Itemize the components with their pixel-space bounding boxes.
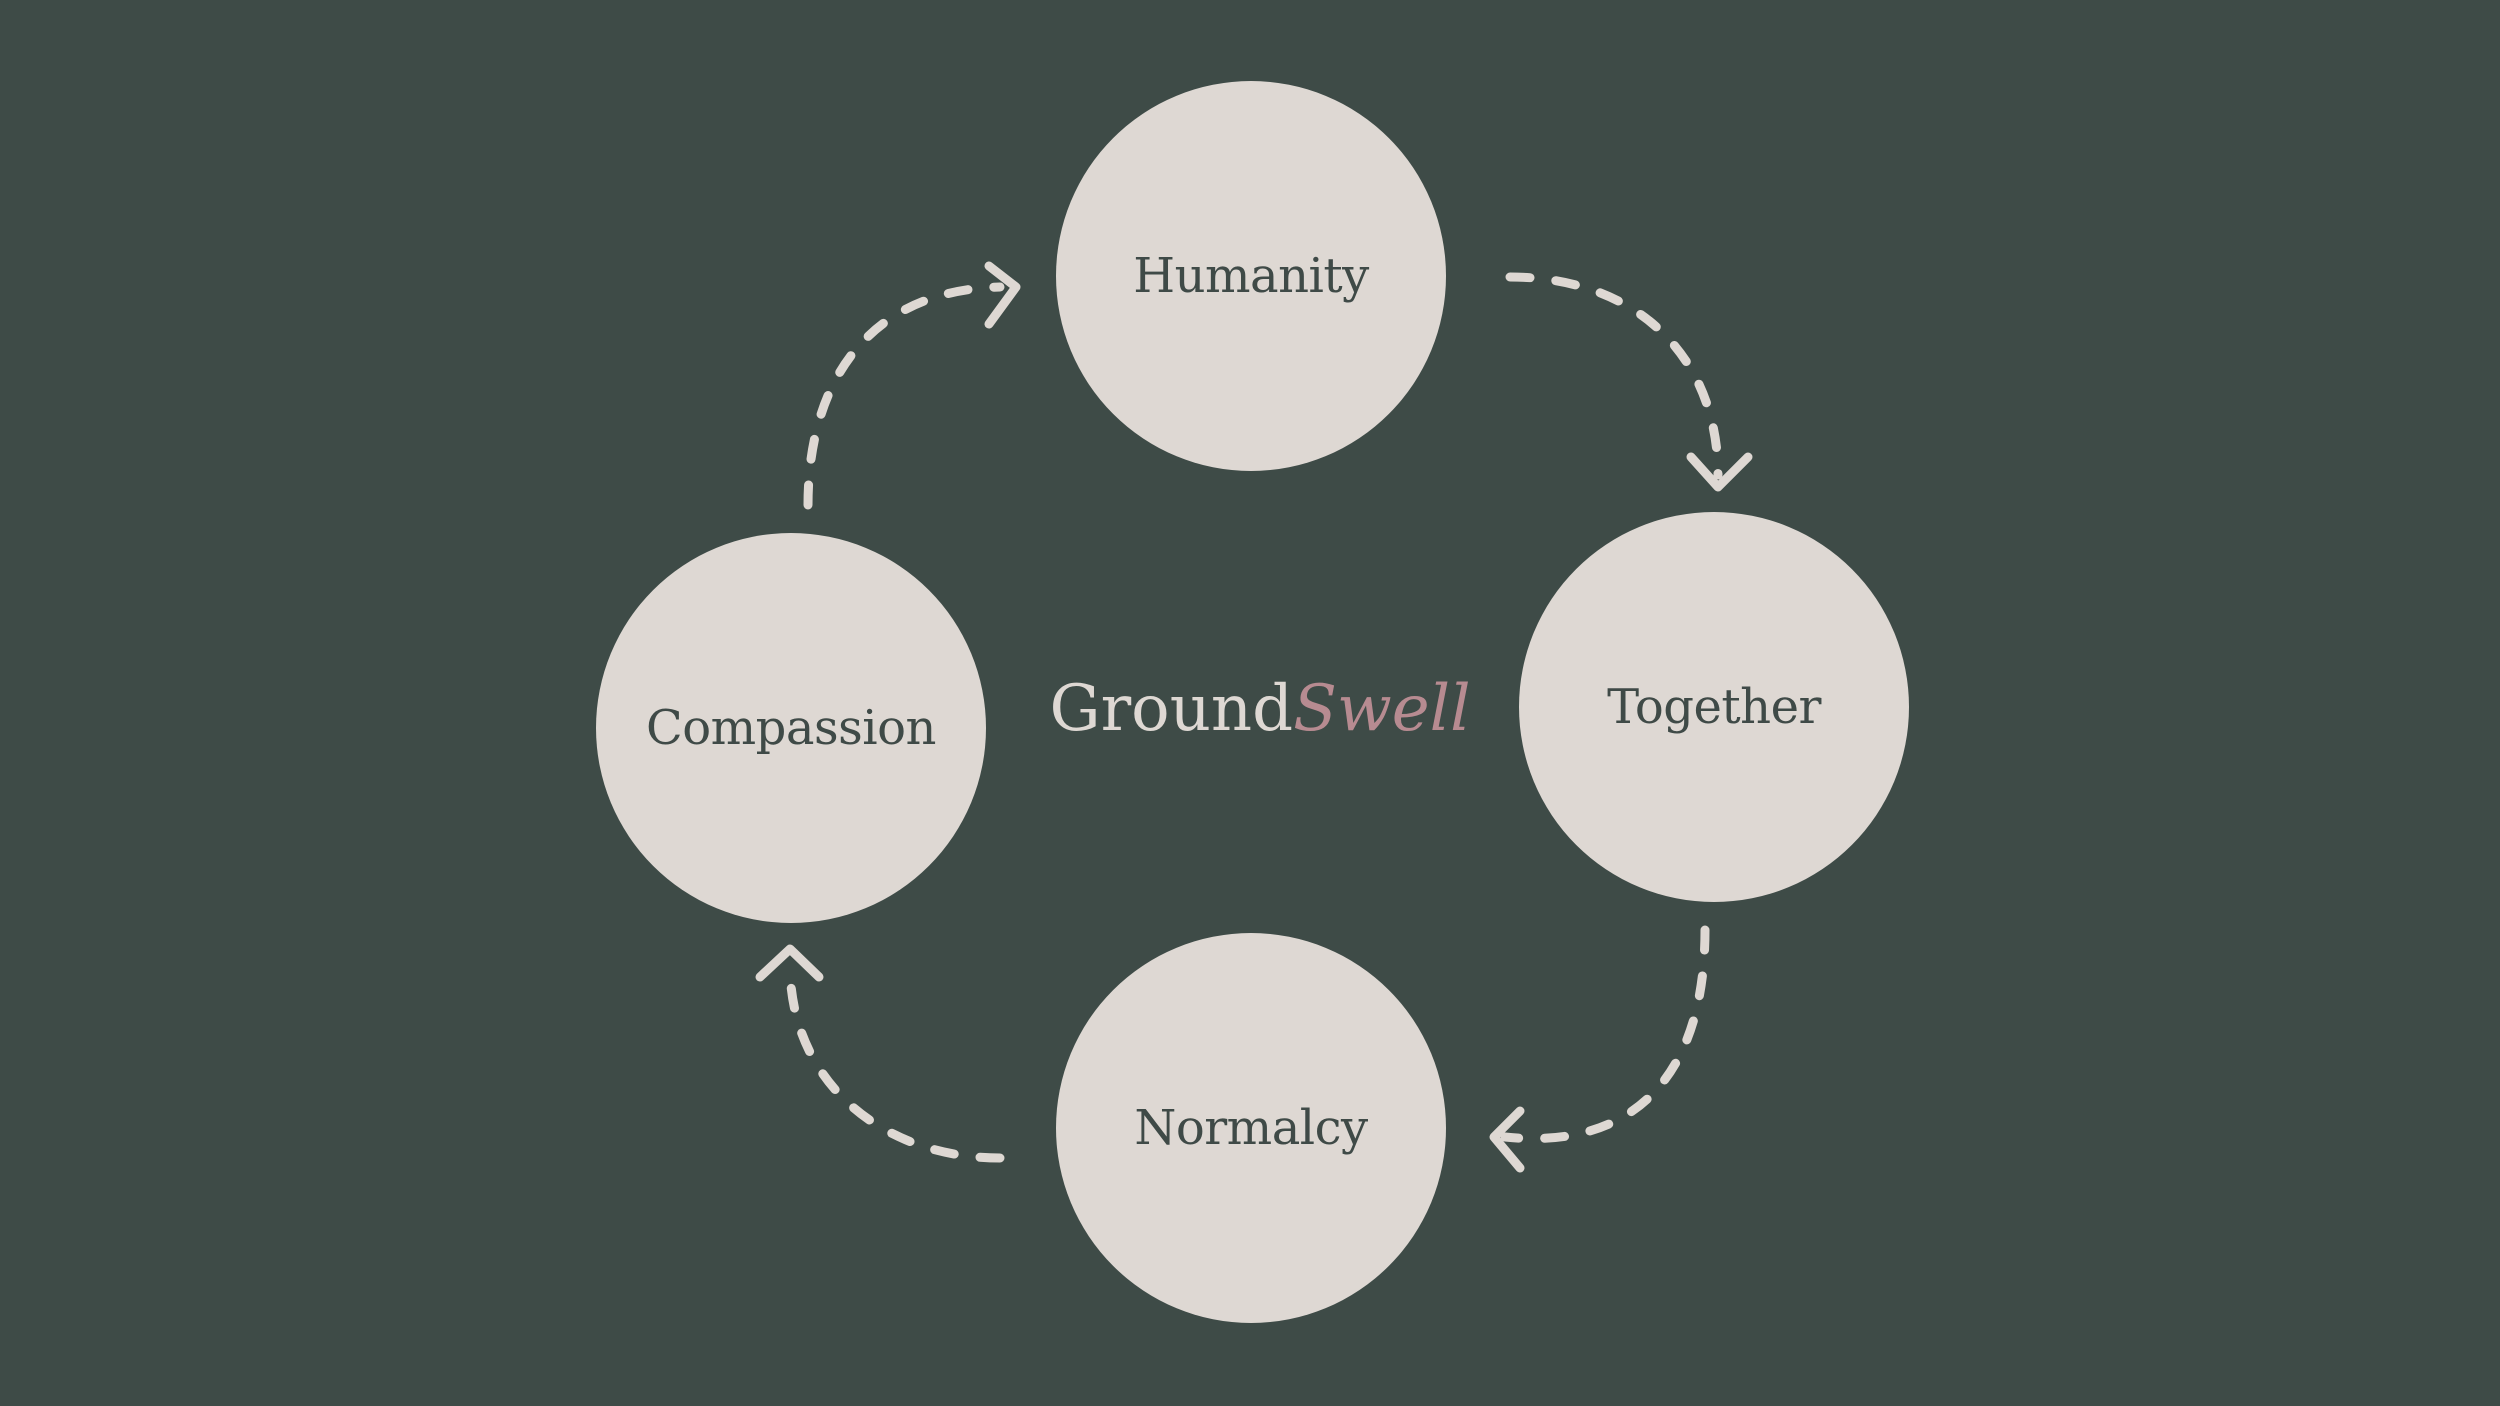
arrow-together-to-normalcy bbox=[1500, 925, 1710, 1143]
title-swell: Swell bbox=[1293, 672, 1471, 746]
arrowhead-together-to-normalcy bbox=[1489, 1106, 1525, 1173]
node-label-compassion: Compassion bbox=[646, 700, 936, 756]
arrow-humanity-to-together bbox=[1505, 272, 1723, 480]
arrowhead-compassion-to-humanity bbox=[984, 261, 1021, 329]
node-compassion: Compassion bbox=[596, 533, 986, 923]
node-label-normalcy: Normalcy bbox=[1134, 1100, 1368, 1156]
arrow-normalcy-to-compassion bbox=[785, 960, 1005, 1163]
arrowhead-normalcy-to-compassion bbox=[755, 944, 824, 982]
node-humanity: Humanity bbox=[1056, 81, 1446, 471]
node-label-humanity: Humanity bbox=[1133, 248, 1369, 304]
node-normalcy: Normalcy bbox=[1056, 933, 1446, 1323]
title-ground: Ground bbox=[1049, 672, 1294, 746]
node-label-together: Together bbox=[1607, 679, 1821, 735]
arrowhead-humanity-to-together bbox=[1686, 452, 1753, 492]
arrow-compassion-to-humanity bbox=[803, 282, 1005, 510]
node-together: Together bbox=[1519, 512, 1909, 902]
